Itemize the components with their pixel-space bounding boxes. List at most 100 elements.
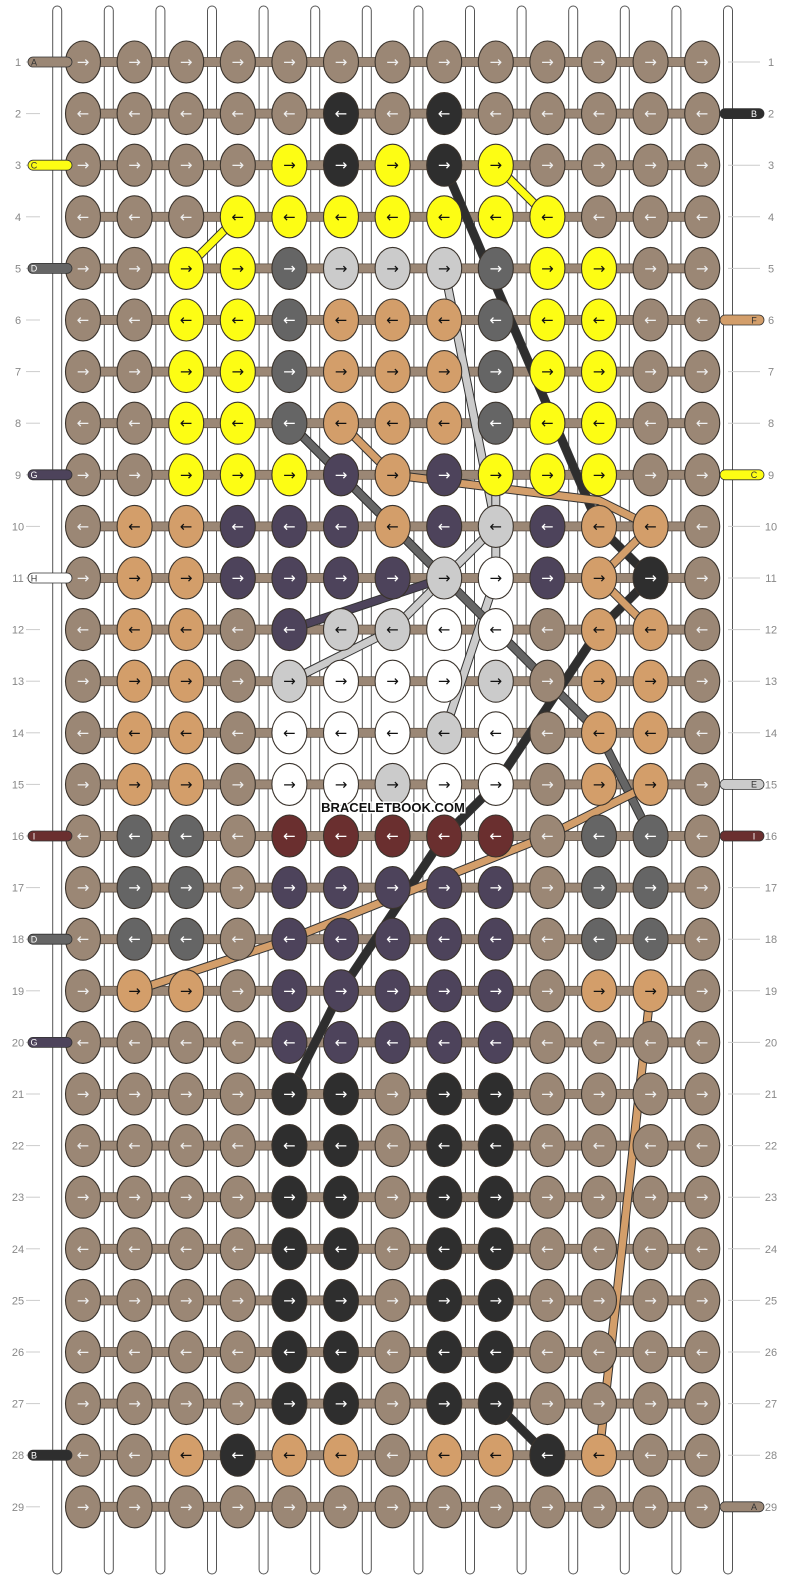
arrow-left-icon: ← (335, 621, 348, 639)
knot-r4-c13 (684, 195, 721, 239)
knot-r28-c7 (374, 1433, 411, 1477)
knot-r18-c10 (529, 917, 566, 961)
arrow-left-icon: ← (696, 930, 709, 948)
arrow-right-icon: → (77, 879, 90, 897)
arrow-left-icon: ← (490, 930, 503, 948)
arrow-left-icon: ← (283, 1137, 296, 1155)
knot-r1-c11 (580, 40, 618, 84)
arrow-right-icon: → (180, 569, 193, 587)
knot-r6-c7 (374, 298, 411, 342)
arrow-left-icon: ← (77, 1033, 90, 1051)
knot-r3-c4 (219, 143, 256, 187)
arrow-right-icon: → (180, 363, 193, 381)
thread-tab-left (27, 1037, 73, 1048)
knot-r25-c8 (426, 1278, 463, 1322)
knot-r16-c8 (426, 814, 463, 858)
arrow-left-icon: ← (696, 1033, 709, 1051)
knot-r10-c10 (529, 504, 566, 548)
arrow-left-icon: ← (335, 930, 348, 948)
arrow-right-icon: → (180, 156, 193, 174)
arrow-left-icon: ← (490, 517, 503, 535)
knot-r24-c11 (580, 1227, 618, 1271)
arrow-left-icon: ← (77, 105, 90, 123)
knot-r14-c4 (219, 711, 256, 755)
knot-r3-c3 (168, 143, 205, 187)
arrow-right-icon: → (696, 1085, 709, 1103)
arrow-right-icon: → (283, 982, 296, 1000)
knot-r18-c13 (684, 917, 721, 961)
row-number-right: 15 (765, 779, 777, 791)
knot-r14-c12 (632, 711, 669, 755)
row-number-left: 27 (12, 1399, 24, 1411)
arrow-right-icon: → (490, 672, 503, 690)
knot-r11-c4 (219, 556, 256, 600)
arrow-right-icon: → (593, 156, 606, 174)
arrow-right-icon: → (335, 1498, 348, 1516)
knot-r27-c12 (632, 1382, 669, 1426)
knot-r27-c4 (219, 1382, 256, 1426)
knot-r5-c10 (529, 246, 566, 290)
arrow-left-icon: ← (490, 1240, 503, 1258)
knot-r20-c9 (477, 1020, 514, 1064)
knot-r27-c10 (529, 1382, 566, 1426)
knot-r6-c2 (116, 298, 153, 342)
knot-r15-c2 (116, 762, 153, 806)
knot-r12-c7 (374, 608, 411, 652)
knot-r15-c4 (219, 762, 256, 806)
knot-r11-c2 (116, 556, 153, 600)
knot-r2-c11 (580, 92, 618, 136)
arrow-right-icon: → (283, 775, 296, 793)
knot-r15-c5 (271, 762, 308, 806)
knot-r18-c5 (271, 917, 308, 961)
arrow-right-icon: → (335, 156, 348, 174)
arrow-left-icon: ← (541, 517, 554, 535)
row-number-right: 23 (765, 1192, 777, 1204)
knot-r23-c8 (426, 1175, 463, 1219)
knot-r21-c7 (374, 1072, 411, 1116)
knot-r5-c3 (168, 246, 205, 290)
knot-r6-c5 (271, 298, 308, 342)
knot-r7-c11 (580, 350, 618, 394)
arrow-right-icon: → (541, 775, 554, 793)
knot-r5-c13 (684, 246, 721, 290)
knot-r24-c8 (426, 1227, 463, 1271)
thread-letter: A (751, 1502, 757, 1512)
arrow-right-icon: → (593, 363, 606, 381)
arrow-right-icon: → (386, 982, 399, 1000)
knot-r5-c8 (426, 246, 463, 290)
knot-r16-c3 (168, 814, 205, 858)
arrow-right-icon: → (77, 1188, 90, 1206)
knot-r19-c13 (684, 969, 721, 1013)
knot-r18-c12 (632, 917, 669, 961)
knot-r10-c4 (219, 504, 256, 548)
row-number-right: 29 (765, 1502, 777, 1514)
arrow-left-icon: ← (335, 1137, 348, 1155)
arrow-left-icon: ← (386, 930, 399, 948)
arrow-left-icon: ← (232, 414, 245, 432)
knot-r5-c7 (374, 246, 411, 290)
arrow-left-icon: ← (490, 621, 503, 639)
knot-r8-c8 (426, 401, 463, 445)
arrow-left-icon: ← (438, 414, 451, 432)
arrow-left-icon: ← (593, 1137, 606, 1155)
knot-r13-c9 (477, 659, 514, 703)
arrow-right-icon: → (541, 1395, 554, 1413)
knot-r10-c9 (477, 504, 514, 548)
arrow-right-icon: → (490, 1498, 503, 1516)
arrow-left-icon: ← (128, 1446, 141, 1464)
arrow-right-icon: → (128, 879, 141, 897)
knot-r10-c1 (64, 504, 102, 548)
arrow-right-icon: → (490, 775, 503, 793)
arrow-left-icon: ← (490, 1033, 503, 1051)
thread-letter: C (31, 161, 38, 171)
knot-r11-c5 (271, 556, 308, 600)
arrow-left-icon: ← (335, 414, 348, 432)
knot-r8-c5 (271, 401, 308, 445)
knot-r14-c10 (529, 711, 566, 755)
knot-r19-c2 (116, 969, 153, 1013)
knot-r17-c9 (477, 866, 514, 910)
knot-r16-c7 (374, 814, 411, 858)
knot-r2-c8 (426, 92, 463, 136)
arrow-left-icon: ← (232, 311, 245, 329)
